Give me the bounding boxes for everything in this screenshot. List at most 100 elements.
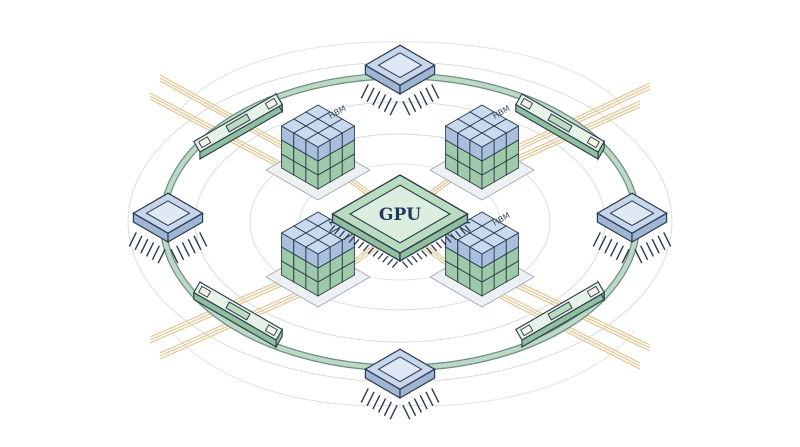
chip-die: [609, 200, 655, 227]
module-connector: [520, 97, 534, 110]
gpu-pin: [329, 224, 336, 232]
transceiver-module: [515, 93, 605, 162]
chip-pin: [408, 97, 417, 113]
chip-pin: [621, 248, 630, 264]
chip-pin: [657, 235, 666, 251]
hbm-stack: HBM: [265, 211, 371, 308]
hbm-cube-top: [305, 132, 331, 148]
module-connector: [264, 324, 278, 337]
chip-pin: [170, 248, 179, 264]
transceiver-module: [193, 281, 283, 350]
chip-die: [145, 200, 191, 227]
module-chip: [225, 113, 251, 133]
transceiver-module: [515, 279, 605, 348]
gpu-label: GPU: [379, 205, 421, 225]
chip-pin: [431, 84, 440, 99]
gpu-pin: [367, 247, 374, 255]
guide-arc: [169, 329, 636, 407]
gpu-pin: [401, 261, 409, 269]
gpu-pin: [338, 230, 346, 238]
gpu-pin: [362, 244, 370, 252]
gpu-pin: [450, 233, 457, 241]
chip-pin: [372, 394, 381, 410]
chip-pin: [151, 245, 160, 261]
chip-pin: [134, 235, 143, 251]
chip-pin: [651, 238, 660, 254]
guide-arc: [179, 41, 626, 111]
chip-pin: [425, 87, 434, 103]
chip-pin: [598, 235, 607, 251]
chip-pin: [146, 242, 155, 257]
chip-pin: [408, 401, 417, 417]
gpu-pin: [421, 250, 428, 257]
chip-pin: [604, 238, 613, 254]
gpu-pin: [372, 250, 379, 257]
transceiver-modules: [193, 91, 605, 350]
gpu-pin: [391, 261, 399, 269]
hbm-stacks: HBMHBMHBMHBM: [265, 104, 535, 308]
module-chip: [225, 301, 251, 321]
module-connector: [586, 285, 600, 298]
gpu-pin: [387, 258, 394, 266]
gpu-die: [348, 184, 452, 244]
gpu-pin: [435, 241, 442, 249]
module-connector: [198, 285, 212, 298]
chip-pin: [431, 388, 440, 403]
guide-ellipse: [249, 133, 551, 311]
module-chip: [547, 301, 573, 321]
chip-pin: [389, 100, 398, 116]
chip-pin: [640, 245, 649, 261]
gpu-pin: [411, 255, 418, 263]
chip-pin: [634, 248, 643, 264]
chip-pin: [193, 235, 202, 251]
chip-pin: [157, 248, 166, 264]
chip-pin: [199, 232, 208, 247]
module-chip: [547, 113, 573, 133]
chip-pin: [366, 391, 375, 407]
gpu-pin: [430, 244, 438, 252]
chip-pin: [645, 242, 654, 257]
gpu-pin: [440, 238, 447, 246]
chip-pin: [366, 87, 375, 103]
gpu-pin: [382, 255, 389, 263]
chip-pin: [140, 238, 149, 254]
chip-pin: [372, 90, 381, 106]
switch-chip: [360, 44, 440, 116]
gpu-pin: [348, 236, 355, 243]
transceiver-module: [193, 91, 283, 160]
gpu-pin: [377, 252, 384, 260]
gpu-pin: [358, 241, 365, 249]
gpu-pin: [459, 227, 466, 235]
switch-chip: [360, 348, 440, 420]
gpu-chip: GPU: [329, 174, 471, 269]
gpu-pin: [406, 258, 413, 266]
chip-die: [377, 52, 423, 79]
chip-pin: [378, 94, 387, 109]
gpu-pin: [416, 252, 423, 260]
chip-pin: [389, 404, 398, 420]
chip-pin: [413, 94, 422, 109]
hbm-stack: HBM: [265, 104, 371, 201]
chip-pin: [176, 245, 185, 261]
gpu-pin: [464, 224, 471, 232]
gpu-pin: [353, 238, 360, 246]
gpu-pin: [426, 247, 433, 255]
chip-pin: [402, 404, 411, 420]
switch-chip: [592, 192, 672, 264]
chip-pin: [419, 394, 428, 410]
chip-pin: [402, 100, 411, 116]
gpu-pin: [445, 236, 452, 243]
hbm-cube-top: [305, 239, 331, 255]
module-connector: [198, 136, 212, 149]
chip-pin: [610, 242, 619, 257]
chip-pin: [592, 232, 601, 247]
hbm-stack: HBM: [429, 211, 535, 308]
module-connector: [520, 324, 534, 337]
hbm-cube-top: [469, 132, 495, 148]
gpu-pin: [454, 230, 462, 238]
module-connector: [586, 136, 600, 149]
chip-pin: [425, 391, 434, 407]
chip-pin: [360, 388, 369, 403]
chip-pin: [360, 84, 369, 99]
